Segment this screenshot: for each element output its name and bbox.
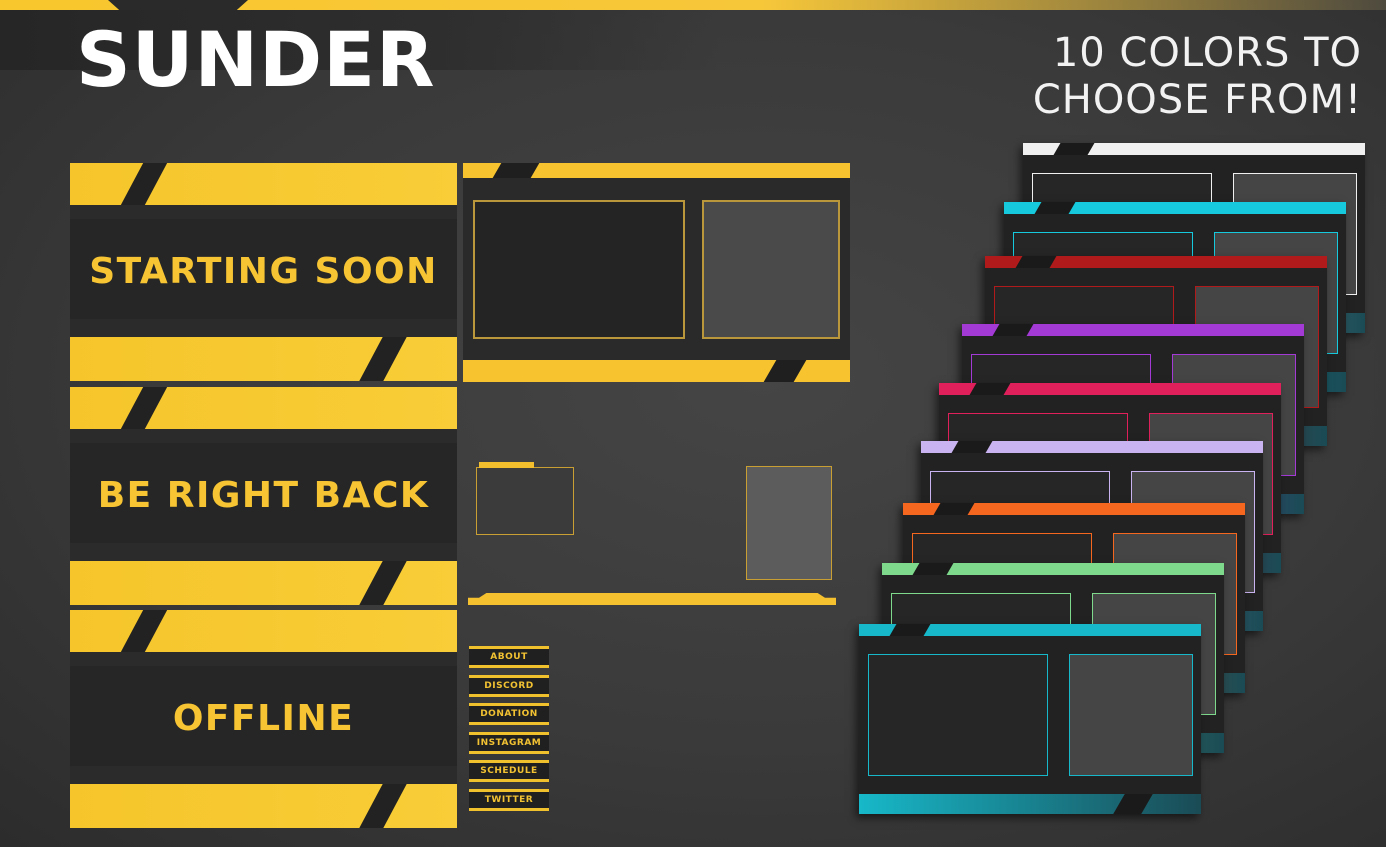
brand-title: SUNDER bbox=[76, 15, 436, 104]
screen-label-starting-soon: STARTING SOON bbox=[89, 251, 438, 292]
cam-frame bbox=[702, 200, 840, 339]
game-frame bbox=[473, 200, 685, 339]
panel-instagram: INSTAGRAM bbox=[469, 731, 549, 754]
panel-twitter: TWITTER bbox=[469, 788, 549, 811]
webcam-frame-portrait bbox=[746, 466, 832, 580]
tagline: 10 COLORS TO CHOOSE FROM! bbox=[1002, 30, 1362, 124]
twitch-panels: ABOUT DISCORD DONATION INSTAGRAM SCHEDUL… bbox=[469, 646, 549, 818]
header-band bbox=[0, 10, 720, 70]
panel-about: ABOUT bbox=[469, 646, 549, 668]
screen-label-offline: OFFLINE bbox=[172, 698, 355, 739]
screen-label-be-right-back: BE RIGHT BACK bbox=[97, 475, 430, 516]
offline-screen: OFFLINE bbox=[70, 610, 457, 828]
panel-schedule: SCHEDULE bbox=[469, 760, 549, 783]
color-variant bbox=[859, 624, 1201, 814]
webcam-frame-landscape bbox=[476, 462, 574, 535]
main-overlay-preview bbox=[463, 163, 850, 382]
tagline-line-2: CHOOSE FROM! bbox=[1032, 77, 1362, 123]
be-right-back-screen: BE RIGHT BACK bbox=[70, 387, 457, 605]
panel-donation: DONATION bbox=[469, 703, 549, 726]
panel-discord: DISCORD bbox=[469, 674, 549, 697]
top-accent-stripe bbox=[0, 0, 1386, 10]
tagline-line-1: 10 COLORS TO bbox=[1052, 30, 1362, 76]
alert-bar bbox=[468, 593, 836, 605]
starting-soon-screen: STARTING SOON bbox=[70, 163, 457, 381]
